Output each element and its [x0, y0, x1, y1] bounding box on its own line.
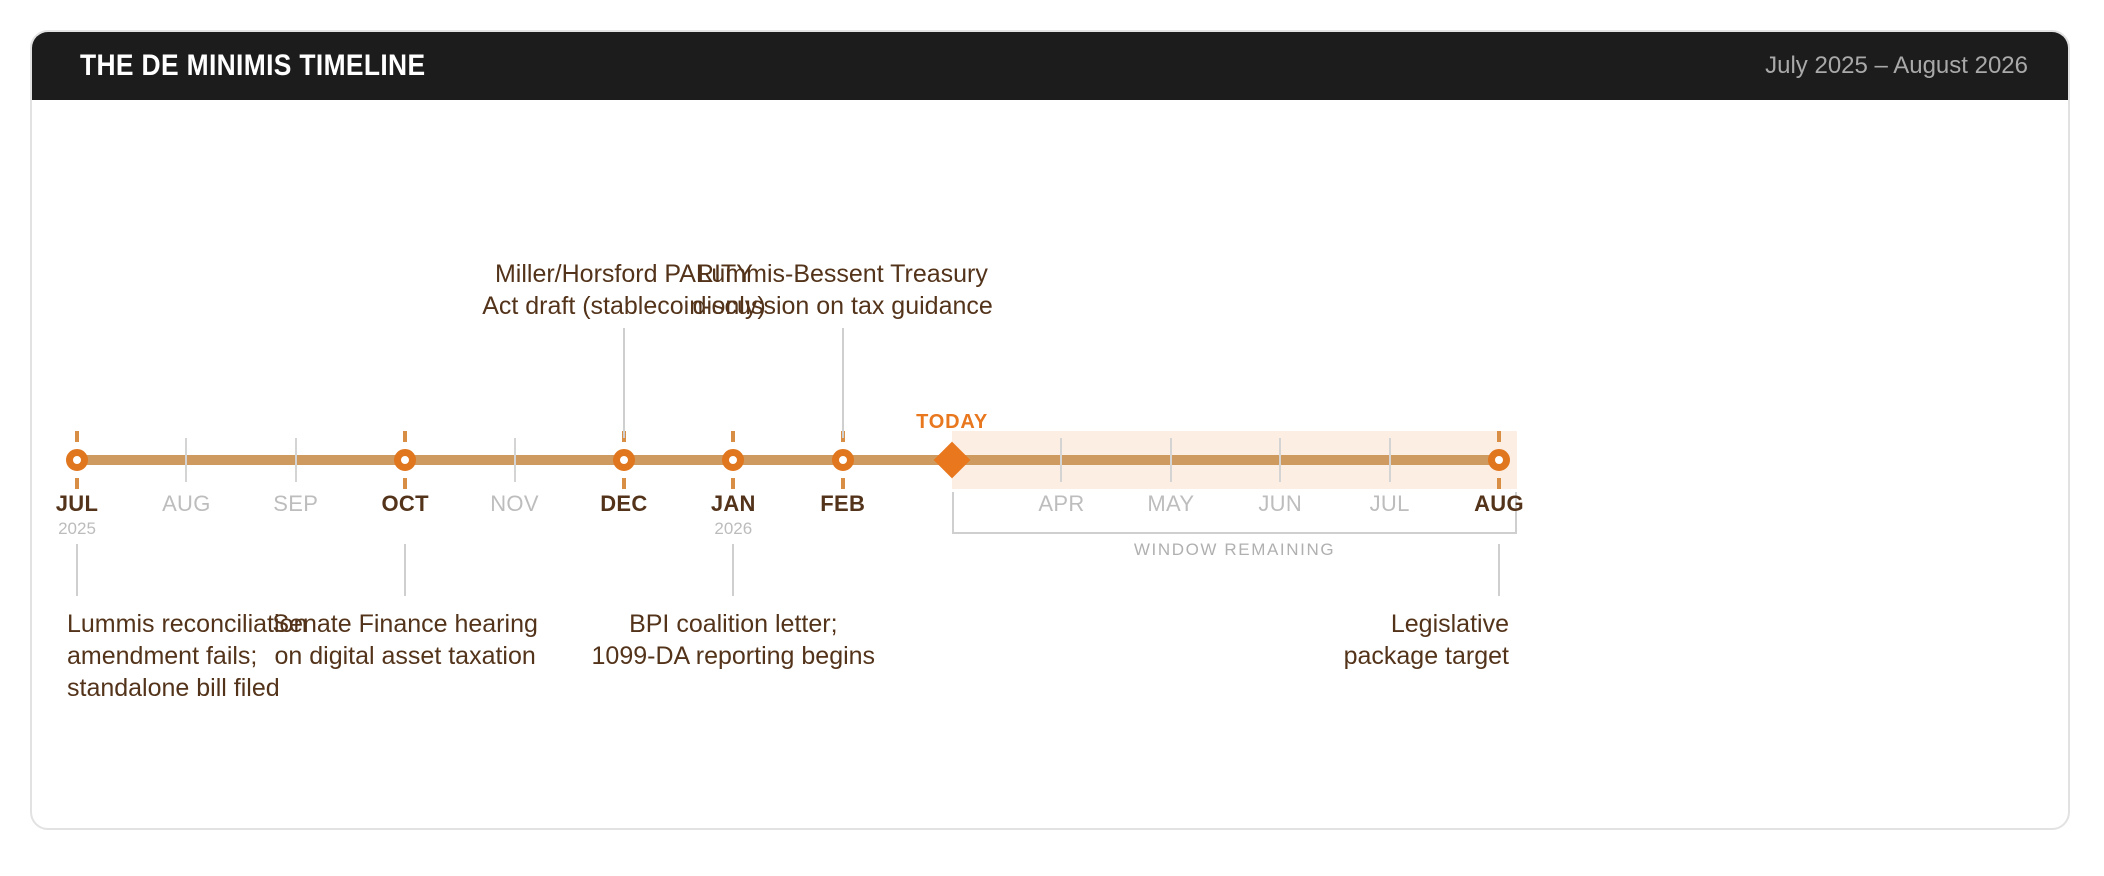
today-label: TODAY [916, 411, 988, 433]
month-label-oct-3: OCT [381, 491, 428, 517]
month-abbr: OCT [381, 491, 429, 516]
milestone-marker-icon[interactable] [830, 431, 856, 489]
callout-top-text: Lummis-Bessent Treasury discussion on ta… [692, 260, 993, 320]
marker-stub-down [840, 478, 845, 489]
month-label-apr-9: APR [1038, 491, 1084, 517]
marker-ring [1488, 449, 1510, 471]
marker-stub-down [731, 478, 736, 489]
month-abbr: AUG [162, 491, 211, 516]
axis-tick [294, 438, 297, 482]
timeline-card: THE DE MINIMIS TIMELINE July 2025 – Augu… [30, 30, 2070, 830]
month-label-jun-11: JUN [1258, 491, 1302, 517]
axis-tick [1060, 438, 1063, 482]
card-header: THE DE MINIMIS TIMELINE July 2025 – Augu… [32, 32, 2068, 100]
month-abbr: JUL [55, 491, 99, 516]
timeline-plot: WINDOW REMAINING JUL 2025 AUG SEP OCT NOV DEC J… [32, 100, 2068, 828]
month-abbr: JUL [1369, 491, 1410, 516]
callout-bottom-text: BPI coalition letter; 1099-DA reporting … [591, 610, 876, 670]
marker-stub-up [1497, 431, 1501, 442]
month-abbr: MAY [1147, 491, 1195, 516]
callout-leader-line [732, 544, 735, 596]
marker-stub-down [1497, 478, 1501, 489]
marker-stub-down [75, 478, 79, 489]
month-abbr: JUN [1258, 491, 1303, 516]
month-label-jul-0: JUL 2025 [56, 491, 98, 541]
month-label-feb-7: FEB [820, 491, 865, 517]
marker-ring [66, 449, 88, 471]
axis-tick [1169, 438, 1172, 482]
marker-ring [612, 449, 635, 471]
callout-leader-line [1498, 544, 1500, 596]
month-abbr: APR [1038, 491, 1085, 516]
marker-stub-down [403, 478, 408, 489]
milestone-marker-icon[interactable] [392, 431, 418, 489]
month-abbr: SEP [273, 491, 319, 516]
month-label-jan-6: JAN 2026 [711, 491, 756, 541]
month-label-aug-1: AUG [162, 491, 211, 517]
callout-bottom-text: Senate Finance hearing on digital asset … [272, 610, 538, 670]
marker-stub-up [731, 431, 736, 442]
milestone-marker-icon[interactable] [720, 431, 746, 489]
window-remaining-bracket [952, 492, 1517, 534]
milestone-marker-icon[interactable] [64, 431, 90, 489]
marker-ring [831, 449, 854, 471]
date-range-label: July 2025 – August 2026 [1765, 52, 2028, 79]
month-abbr: JAN [710, 491, 756, 516]
timeline-axis [77, 455, 1499, 465]
page-title: THE DE MINIMIS TIMELINE [80, 49, 426, 82]
callout-leader-line [76, 544, 78, 596]
callout-leader-line [404, 544, 407, 596]
month-label-may-10: MAY [1147, 491, 1194, 517]
month-label-dec-5: DEC [600, 491, 647, 517]
month-label-nov-4: NOV [490, 491, 539, 517]
month-label-sep-2: SEP [273, 491, 318, 517]
axis-tick [1388, 438, 1391, 482]
marker-stub-up [403, 431, 408, 442]
month-abbr: AUG [1474, 491, 1524, 516]
marker-stub-down [621, 478, 626, 489]
month-abbr: FEB [820, 491, 866, 516]
axis-tick [1279, 438, 1282, 482]
milestone-marker-icon[interactable] [611, 431, 637, 489]
month-abbr: NOV [490, 491, 539, 516]
callout-top-text: Miller/Horsford PARITY Act draft (stable… [482, 260, 766, 320]
window-remaining-label: WINDOW REMAINING [1133, 540, 1336, 559]
month-label-jul-12: JUL [1370, 491, 1410, 517]
callout-bottom-text: Lummis reconciliation amendment fails; s… [67, 610, 308, 702]
month-year: 2026 [714, 519, 753, 538]
marker-ring [722, 449, 745, 471]
month-abbr: DEC [600, 491, 648, 516]
callout-leader-line [841, 328, 844, 438]
month-year: 2025 [58, 519, 96, 538]
axis-tick [513, 438, 516, 482]
marker-ring [394, 449, 417, 471]
callout-bottom-text: Legislative package target [1343, 610, 1509, 670]
marker-stub-up [75, 431, 79, 442]
callout-leader-line [622, 328, 625, 438]
milestone-marker-icon[interactable] [1486, 431, 1512, 489]
axis-tick [185, 438, 188, 482]
month-label-aug-13: AUG [1474, 491, 1524, 517]
